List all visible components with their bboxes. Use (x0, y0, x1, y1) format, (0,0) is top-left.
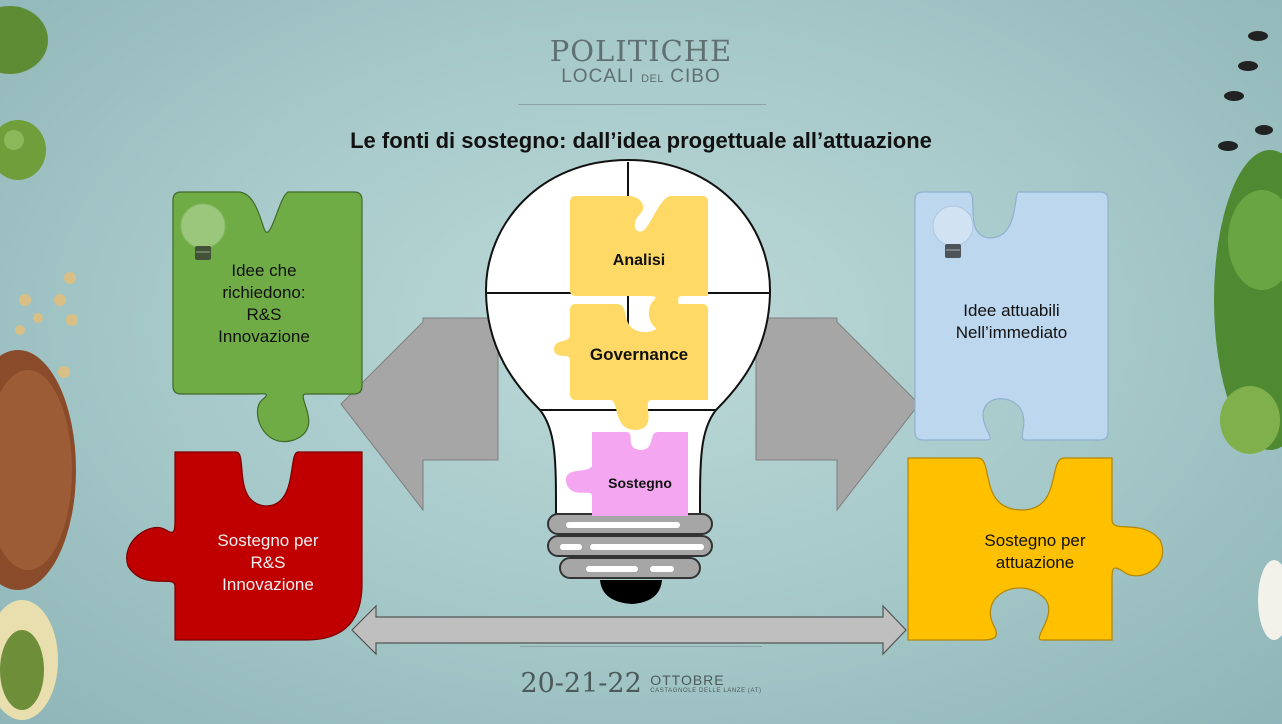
green-piece-label: Idee che richiedono: R&S Innovazione (218, 261, 310, 346)
bulb-label-governance: Governance (589, 345, 689, 364)
slide-title: Le fonti di sostegno: dall’idea progettu… (350, 128, 932, 153)
blue-piece-label: Idee attuabili Nell’immediato (955, 301, 1068, 342)
bulb-label-analisi: Analisi (612, 252, 666, 269)
brand-line-1: POLITICHE (549, 34, 733, 68)
orange-piece-label: Sostegno per attuazione (984, 531, 1086, 572)
puzzle-analisi (570, 196, 708, 331)
puzzle-governance (554, 304, 708, 430)
blue-lightbulb-icon (932, 205, 974, 258)
event-dates-numbers: 20-21-22 (520, 668, 642, 699)
puzzle-red (126, 451, 363, 641)
arrow-left (340, 317, 499, 512)
puzzle-green (172, 191, 363, 443)
event-logo: POLITICHE LOCALI DEL CIBO (0, 36, 1282, 90)
brand-line-2: LOCALI DEL CIBO (561, 66, 721, 87)
footer-divider (520, 646, 762, 647)
event-month: OTTOBRE (650, 671, 725, 688)
puzzle-blue (914, 191, 1109, 441)
puzzle-sostegno (565, 432, 688, 516)
green-lightbulb-icon (180, 203, 226, 260)
header-divider (518, 104, 766, 105)
red-piece-label: Sostegno per R&S Innovazione (217, 531, 319, 594)
event-dates: 20-21-22 OTTOBRE CASTAGNOLE DELLE LANZE … (0, 668, 1282, 699)
event-place: CASTAGNOLE DELLE LANZE (AT) (650, 687, 762, 694)
puzzle-orange (907, 457, 1163, 641)
double-arrow-bottom (351, 604, 907, 656)
arrow-right (755, 317, 920, 512)
bulb-label-sostegno: Sostegno (608, 475, 672, 491)
